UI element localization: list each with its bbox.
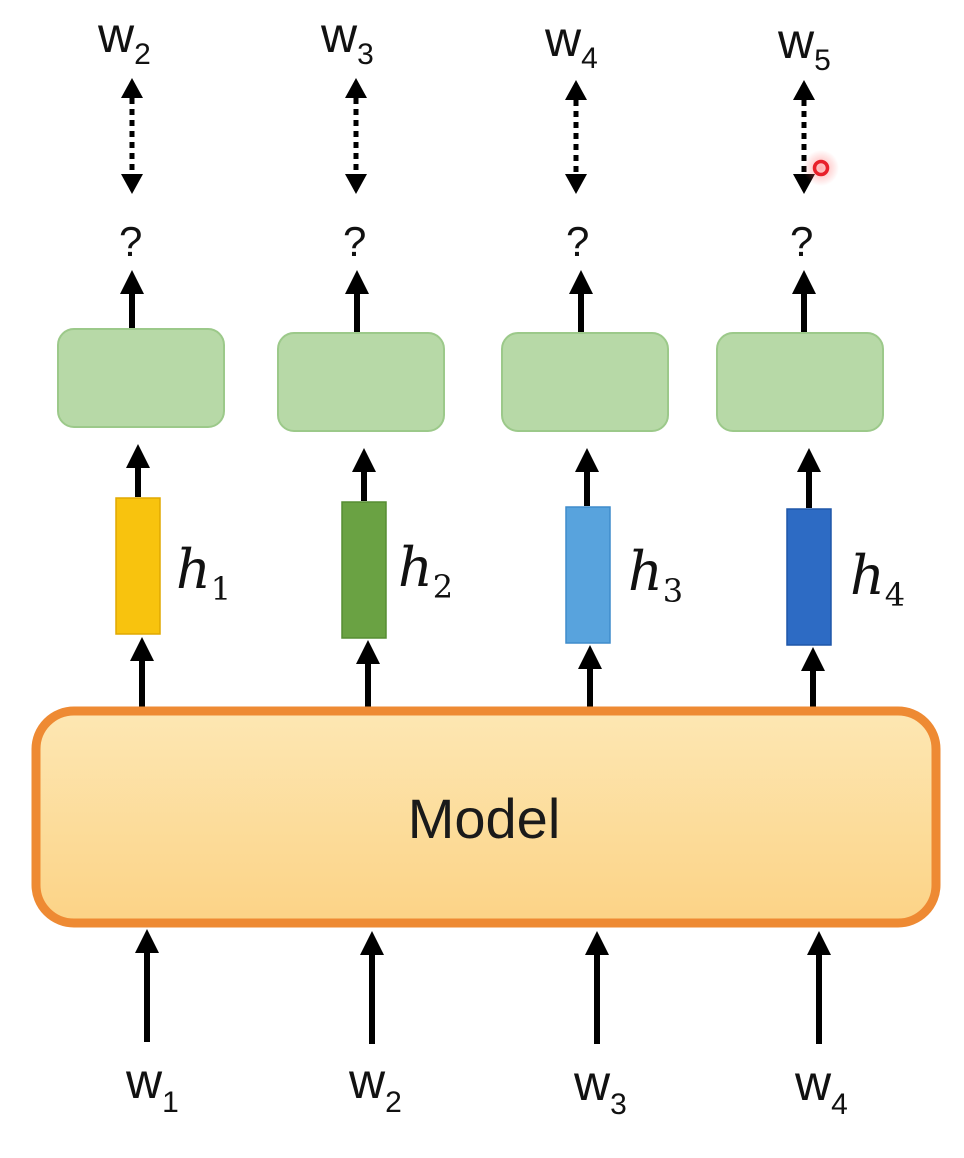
target-word-3: w4 bbox=[544, 11, 598, 75]
arrow-model-to-hidden-4 bbox=[801, 647, 825, 710]
output-layer-block-4 bbox=[716, 332, 884, 432]
target-word-1: w2 bbox=[97, 7, 151, 71]
arrow-hidden-to-block-4 bbox=[797, 448, 821, 508]
hidden-label-3: h3 bbox=[628, 540, 683, 610]
arrow-block-to-prediction-2 bbox=[345, 270, 369, 332]
prediction-mark-3: ? bbox=[566, 218, 589, 265]
hidden-vector-4 bbox=[786, 508, 832, 646]
hidden-vector-3 bbox=[565, 506, 611, 644]
dotted-compare-arrow-2 bbox=[345, 78, 367, 194]
hidden-label-1: h1 bbox=[176, 538, 231, 608]
hidden-label-2: h2 bbox=[398, 536, 453, 606]
arrow-block-to-prediction-1 bbox=[120, 270, 144, 328]
target-word-2: w3 bbox=[320, 7, 374, 71]
input-word-1: w1 bbox=[125, 1053, 179, 1119]
arrow-hidden-to-block-3 bbox=[575, 448, 599, 506]
arrow-hidden-to-block-1 bbox=[126, 444, 150, 497]
arrow-block-to-prediction-4 bbox=[792, 270, 816, 332]
arrow-input-to-model-1 bbox=[135, 929, 159, 1042]
target-word-4: w5 bbox=[777, 13, 831, 77]
hidden-vector-2 bbox=[341, 501, 387, 639]
dotted-compare-arrow-1 bbox=[121, 78, 143, 194]
output-layer-block-2 bbox=[277, 332, 445, 432]
arrow-input-to-model-2 bbox=[360, 931, 384, 1044]
arrow-input-to-model-4 bbox=[807, 931, 831, 1044]
hidden-vector-1 bbox=[115, 497, 161, 635]
arrow-model-to-hidden-1 bbox=[130, 637, 154, 710]
model-label: Model bbox=[408, 787, 561, 850]
column-4: w5 ? h4 w4 bbox=[716, 13, 905, 1121]
arrow-block-to-prediction-3 bbox=[569, 270, 593, 332]
cursor-pointer-icon bbox=[803, 150, 839, 186]
arrow-model-to-hidden-3 bbox=[578, 645, 602, 710]
output-layer-block-1 bbox=[57, 328, 225, 428]
output-layer-block-3 bbox=[501, 332, 669, 432]
prediction-mark-1: ? bbox=[119, 218, 142, 265]
model-box bbox=[31, 706, 941, 928]
input-word-2: w2 bbox=[348, 1053, 402, 1119]
prediction-mark-4: ? bbox=[790, 218, 813, 265]
arrow-hidden-to-block-2 bbox=[352, 448, 376, 501]
dotted-compare-arrow-3 bbox=[565, 80, 587, 194]
hidden-label-4: h4 bbox=[850, 544, 905, 614]
input-word-4: w4 bbox=[794, 1055, 848, 1121]
column-3: w4 ? h3 w3 bbox=[501, 11, 683, 1121]
arrow-input-to-model-3 bbox=[585, 931, 609, 1044]
model-block: Model bbox=[31, 706, 941, 928]
prediction-mark-2: ? bbox=[343, 218, 366, 265]
column-1: w2 ? h1 bbox=[57, 7, 231, 1119]
arrow-model-to-hidden-2 bbox=[356, 640, 380, 710]
input-word-3: w3 bbox=[573, 1055, 627, 1121]
column-2: w3 ? h2 w2 bbox=[277, 7, 453, 1119]
